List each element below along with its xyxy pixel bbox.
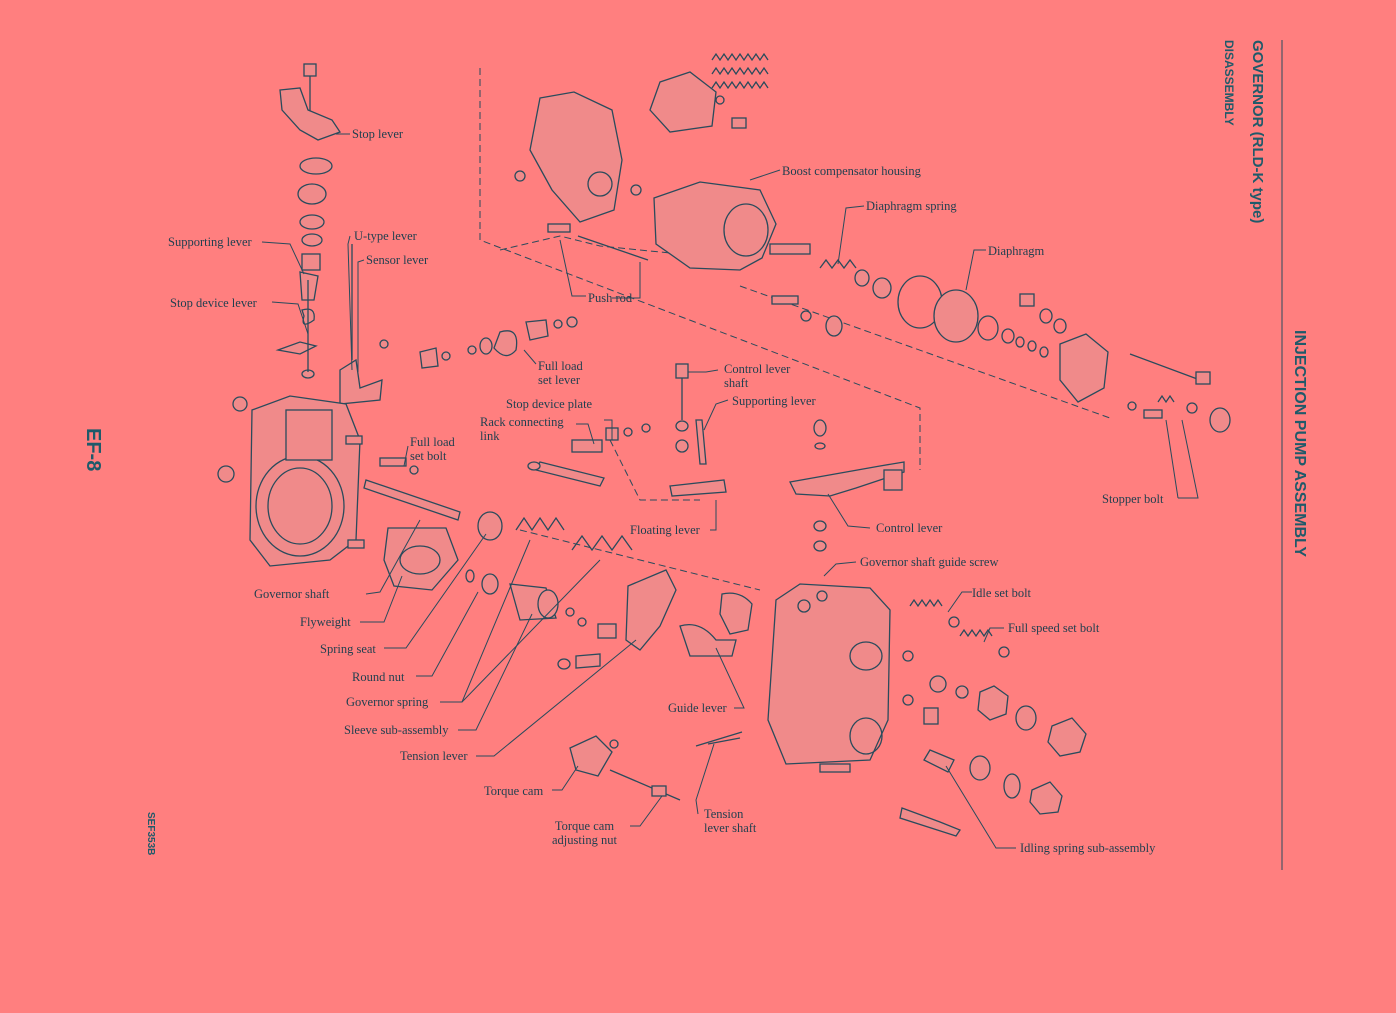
label-guide-lever: Guide lever: [668, 701, 727, 715]
stop-lever-stack: [275, 63, 341, 379]
label-control-lever-shaft: Control lever shaft: [724, 362, 791, 390]
label-tension-lever-shaft: Tension lever shaft: [704, 807, 757, 835]
label-torque-cam-adjusting-nut: Torque cam adjusting nut: [552, 819, 617, 847]
label-round-nut: Round nut: [352, 670, 405, 684]
label-supporting-lever-right: Supporting lever: [732, 394, 816, 408]
label-boost-compensator-housing: Boost compensator housing: [782, 164, 921, 178]
control-floating-group: [669, 363, 727, 497]
label-diaphragm: Diaphragm: [988, 244, 1045, 258]
dashed-outline-top: [479, 68, 921, 470]
governor-housing-right: [767, 583, 891, 773]
label-full-load-set-lever: Full load set lever: [538, 359, 583, 387]
dashed-axis-floating: [609, 439, 700, 501]
label-push-rod: Push rod: [588, 291, 633, 305]
page-number: EF-8: [82, 428, 104, 472]
subtitle: GOVERNOR (RLD-K type): [1249, 40, 1266, 224]
governor-housing-left: [217, 395, 365, 567]
control-lever-right: [789, 419, 905, 552]
label-full-load-set-bolt: Full load set bolt: [410, 435, 455, 463]
label-flyweight: Flyweight: [300, 615, 351, 629]
tension-guide-levers: [557, 569, 753, 670]
label-control-lever: Control lever: [876, 521, 943, 535]
label-idle-set-bolt: Idle set bolt: [972, 586, 1032, 600]
label-u-type-lever: U-type lever: [354, 229, 417, 243]
label-idling-spring-sub-assembly: Idling spring sub-assembly: [1020, 841, 1156, 855]
label-stop-device-plate: Stop device plate: [506, 397, 593, 411]
rack-link-group: [527, 423, 651, 487]
label-sleeve-sub-assembly: Sleeve sub-assembly: [344, 723, 449, 737]
boost-compensator-group: [514, 52, 1231, 433]
label-floating-lever: Floating lever: [630, 523, 700, 537]
sensor-lever-group: [339, 244, 578, 405]
label-governor-spring: Governor spring: [346, 695, 429, 709]
label-tension-lever: Tension lever: [400, 749, 468, 763]
sub-subtitle: DISASSEMBLY: [1222, 40, 1236, 126]
dashed-axis-push-rod: [499, 235, 701, 257]
label-stopper-bolt: Stopper bolt: [1102, 492, 1164, 506]
torque-cam-group: [569, 731, 743, 801]
label-stop-device-lever: Stop device lever: [170, 296, 257, 310]
governor-shaft-group: [363, 457, 461, 591]
label-full-speed-set-bolt: Full speed set bolt: [1008, 621, 1100, 635]
label-governor-shaft-guide-screw: Governor shaft guide screw: [860, 555, 999, 569]
spring-sleeve-group: [465, 511, 633, 627]
section-title: INJECTION PUMP ASSEMBLY: [1291, 330, 1308, 558]
set-bolts-group: [707, 598, 1087, 837]
label-rack-connecting-link: Rack connecting link: [480, 415, 564, 443]
label-supporting-lever-left: Supporting lever: [168, 235, 252, 249]
label-diaphragm-spring: Diaphragm spring: [866, 199, 957, 213]
label-stop-lever: Stop lever: [352, 127, 404, 141]
label-torque-cam: Torque cam: [484, 784, 544, 798]
label-sensor-lever: Sensor lever: [366, 253, 429, 267]
label-spring-seat: Spring seat: [320, 642, 376, 656]
leader-lines: [261, 133, 1199, 849]
dashed-axis-spring: [519, 529, 761, 591]
figure-code: SEF353B: [145, 812, 156, 856]
label-governor-shaft: Governor shaft: [254, 587, 330, 601]
